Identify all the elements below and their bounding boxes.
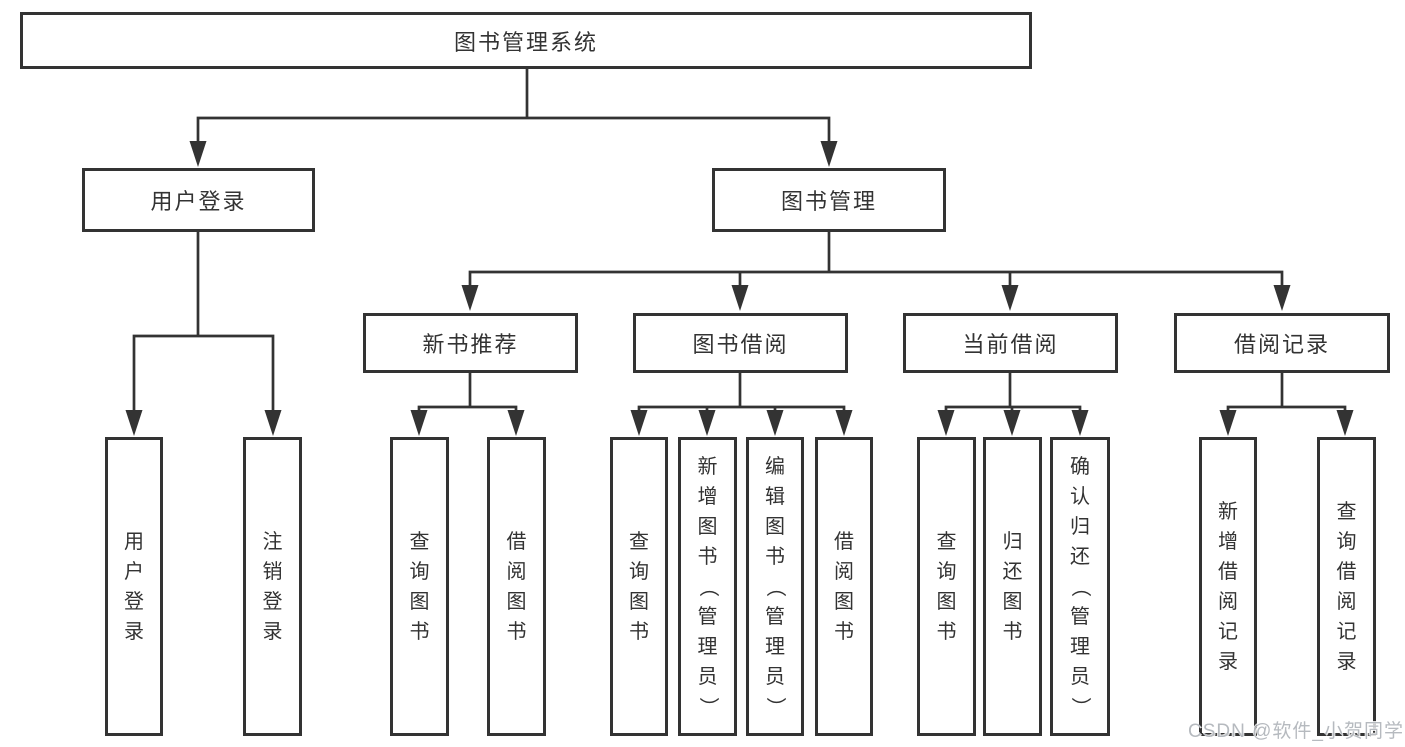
leaf-cb-return-book-label: 归还图书 bbox=[1002, 530, 1023, 643]
watermark: CSDN @软件_小贺同学 bbox=[1188, 721, 1404, 742]
leaf-bb-add-book-admin-label: 新增图书（管理员） bbox=[696, 455, 719, 717]
leaf-bb-query-book-label: 查询图书 bbox=[629, 530, 649, 643]
node-current-borrow: 当前借阅 bbox=[903, 313, 1118, 373]
node-new-book-recommend: 新书推荐 bbox=[363, 313, 578, 373]
leaf-br-query-record: 查询借阅记录 bbox=[1317, 437, 1376, 736]
node-book-borrow-label: 图书借阅 bbox=[692, 332, 789, 357]
node-borrow-record: 借阅记录 bbox=[1174, 313, 1390, 373]
node-book-management-label: 图书管理 bbox=[780, 189, 877, 214]
leaf-bb-borrow-book-label: 借阅图书 bbox=[834, 530, 854, 643]
leaf-nb-borrow-book: 借阅图书 bbox=[487, 437, 546, 736]
leaf-cb-query-book: 查询图书 bbox=[917, 437, 976, 736]
node-user-login-label: 用户登录 bbox=[150, 189, 247, 214]
leaf-logout-label: 注销登录 bbox=[262, 530, 283, 643]
leaf-bb-add-book-admin: 新增图书（管理员） bbox=[678, 437, 737, 736]
node-root-label: 图书管理系统 bbox=[453, 29, 598, 55]
leaf-cb-return-book: 归还图书 bbox=[983, 437, 1042, 736]
leaf-bb-borrow-book: 借阅图书 bbox=[815, 437, 873, 736]
node-book-borrow: 图书借阅 bbox=[633, 313, 848, 373]
leaf-logout: 注销登录 bbox=[243, 437, 302, 736]
node-root: 图书管理系统 bbox=[20, 12, 1032, 69]
node-user-login: 用户登录 bbox=[82, 168, 315, 232]
leaf-nb-query-book: 查询图书 bbox=[390, 437, 449, 736]
leaf-bb-edit-book-admin-label: 编辑图书（管理员） bbox=[764, 455, 786, 717]
leaf-br-add-record-label: 新增借阅记录 bbox=[1218, 500, 1238, 673]
leaf-cb-confirm-return-admin-label: 确认归还（管理员） bbox=[1069, 455, 1091, 717]
leaf-br-query-record-label: 查询借阅记录 bbox=[1336, 500, 1357, 673]
node-new-book-recommend-label: 新书推荐 bbox=[422, 332, 519, 357]
leaf-bb-query-book: 查询图书 bbox=[610, 437, 668, 736]
leaf-user-login-label: 用户登录 bbox=[124, 530, 144, 643]
leaf-nb-borrow-book-label: 借阅图书 bbox=[506, 530, 527, 643]
leaf-cb-confirm-return-admin: 确认归还（管理员） bbox=[1050, 437, 1110, 736]
node-book-management: 图书管理 bbox=[712, 168, 946, 232]
leaf-br-add-record: 新增借阅记录 bbox=[1199, 437, 1257, 736]
node-borrow-record-label: 借阅记录 bbox=[1233, 332, 1330, 357]
node-current-borrow-label: 当前借阅 bbox=[962, 332, 1059, 357]
leaf-nb-query-book-label: 查询图书 bbox=[409, 530, 430, 643]
leaf-cb-query-book-label: 查询图书 bbox=[936, 530, 957, 643]
leaf-user-login: 用户登录 bbox=[105, 437, 163, 736]
leaf-bb-edit-book-admin: 编辑图书（管理员） bbox=[746, 437, 804, 736]
